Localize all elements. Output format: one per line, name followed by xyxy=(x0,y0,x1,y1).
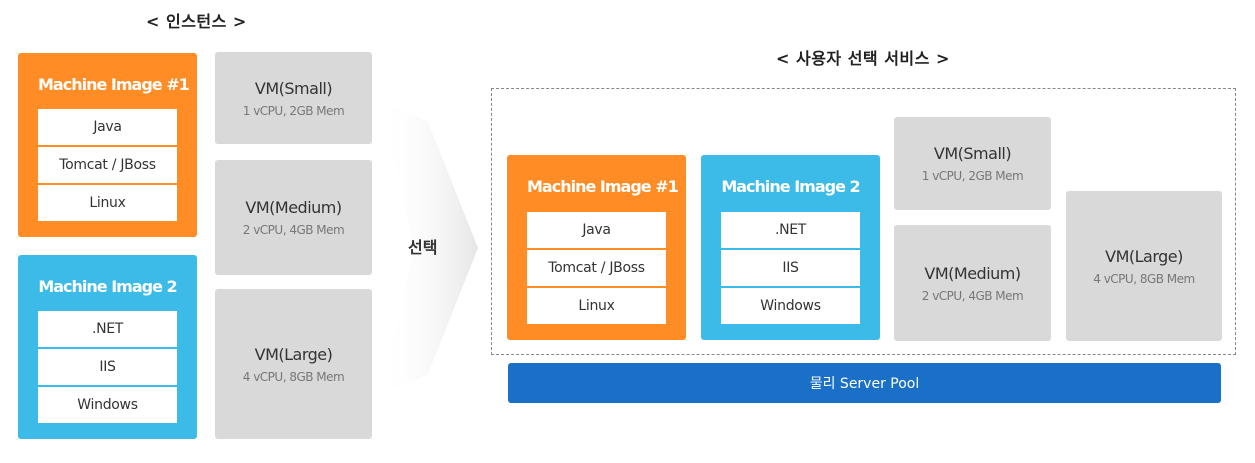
vm-spec: 1 vCPU, 2GB Mem xyxy=(242,103,345,118)
physical-server-pool: 물리 Server Pool xyxy=(508,363,1221,403)
machine-image-name: Machine Image 2 xyxy=(721,177,860,196)
instances-title: < 인스턴스 > xyxy=(146,12,247,31)
stack-item: Linux xyxy=(527,288,666,324)
left-vm-large: VM(Large) 4 vCPU, 8GB Mem xyxy=(215,289,372,439)
vm-name: VM(Small) xyxy=(254,78,333,98)
stack-item: Windows xyxy=(38,387,177,423)
vm-name: VM(Small) xyxy=(933,144,1012,163)
user-service-box xyxy=(491,88,1236,355)
stack-item: IIS xyxy=(721,250,860,286)
user-service-title: < 사용자 선택 서비스 > xyxy=(776,49,950,68)
stack-item: IIS xyxy=(38,349,177,385)
software-stack: .NET IIS Windows xyxy=(721,212,860,324)
software-stack: .NET IIS Windows xyxy=(38,311,177,423)
vm-name: VM(Medium) xyxy=(924,263,1021,283)
left-vm-small: VM(Small) 1 vCPU, 2GB Mem xyxy=(215,52,372,144)
right-vm-medium: VM(Medium) 2 vCPU, 4GB Mem xyxy=(894,225,1051,341)
stack-item: Linux xyxy=(38,185,177,221)
right-machine-image-1: Machine Image #1 Java Tomcat / JBoss Lin… xyxy=(507,155,686,340)
stack-item: Java xyxy=(38,109,177,145)
vm-spec: 4 vCPU, 8GB Mem xyxy=(242,369,345,384)
right-vm-large: VM(Large) 4 vCPU, 8GB Mem xyxy=(1066,191,1222,341)
stack-item: Tomcat / JBoss xyxy=(527,250,666,286)
left-vm-medium: VM(Medium) 2 vCPU, 4GB Mem xyxy=(215,160,372,275)
software-stack: Java Tomcat / JBoss Linux xyxy=(527,212,666,324)
vm-name: VM(Medium) xyxy=(245,198,342,217)
vm-spec: 2 vCPU, 4GB Mem xyxy=(921,288,1024,303)
software-stack: Java Tomcat / JBoss Linux xyxy=(38,109,177,221)
select-arrow-icon xyxy=(380,100,478,396)
right-vm-small: VM(Small) 1 vCPU, 2GB Mem xyxy=(894,117,1051,210)
vm-name: VM(Large) xyxy=(254,344,333,364)
machine-image-name: Machine Image #1 xyxy=(38,75,190,94)
vm-name: VM(Large) xyxy=(1105,246,1183,266)
stack-item: .NET xyxy=(721,212,860,248)
stack-item: .NET xyxy=(38,311,177,347)
vm-spec: 4 vCPU, 8GB Mem xyxy=(1093,271,1195,286)
stack-item: Windows xyxy=(721,288,860,324)
vm-spec: 1 vCPU, 2GB Mem xyxy=(921,169,1024,183)
select-label: 선택 xyxy=(408,238,438,257)
machine-image-name: Machine Image #1 xyxy=(527,177,679,196)
vm-spec: 2 vCPU, 4GB Mem xyxy=(242,223,345,237)
stack-item: Tomcat / JBoss xyxy=(38,147,177,183)
left-machine-image-1: Machine Image #1 Java Tomcat / JBoss Lin… xyxy=(18,53,197,237)
stack-item: Java xyxy=(527,212,666,248)
left-machine-image-2: Machine Image 2 .NET IIS Windows xyxy=(18,255,197,439)
machine-image-name: Machine Image 2 xyxy=(38,277,177,296)
right-machine-image-2: Machine Image 2 .NET IIS Windows xyxy=(701,155,880,340)
